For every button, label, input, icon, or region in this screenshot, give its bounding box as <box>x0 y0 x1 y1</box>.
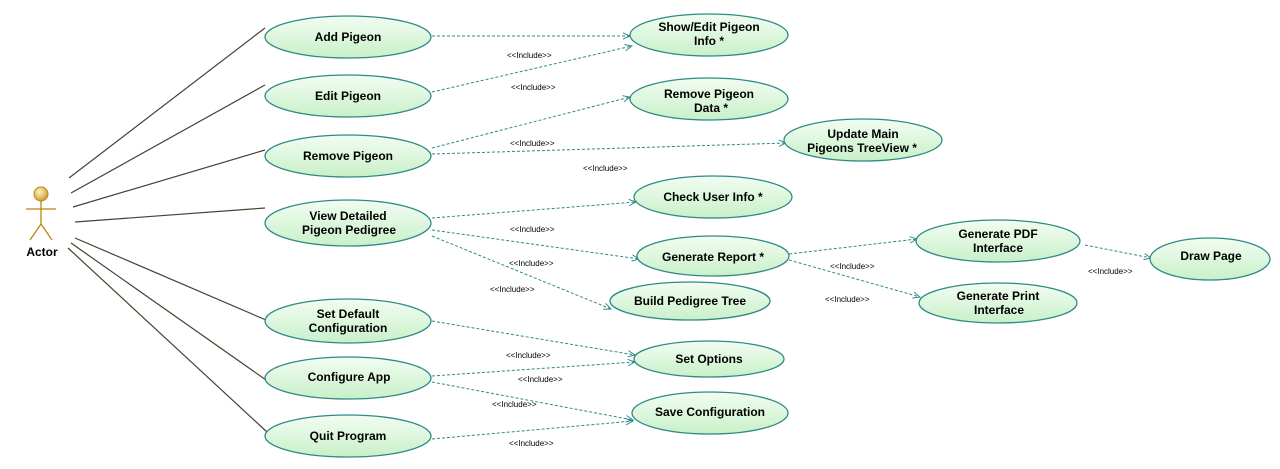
use-case-set-default-configuration[interactable]: Set Default Configuration <box>264 298 432 344</box>
actor-right-leg <box>40 223 53 241</box>
use-case-check-user-info[interactable]: Check User Info * <box>633 175 793 219</box>
include-report-pdf <box>788 239 917 255</box>
include-label: <<Include>> <box>509 439 554 448</box>
assoc-quit-program <box>67 247 268 433</box>
include-label: <<Include>> <box>507 51 552 60</box>
use-case-set-options[interactable]: Set Options <box>633 340 785 378</box>
include-label: <<Include>> <box>1088 267 1133 276</box>
assoc-configure-app <box>70 242 267 381</box>
use-case-label: Build Pedigree Tree <box>634 294 746 308</box>
use-case-label: Remove Pigeon <box>664 87 754 101</box>
include-label: <<Include>> <box>511 83 556 92</box>
include-labels: <<Include>> <<Include>> <<Include>> <<In… <box>490 51 1133 448</box>
include-dependencies <box>431 36 1151 440</box>
include-remove-treeview <box>431 143 786 155</box>
include-label: <<Include>> <box>830 262 875 271</box>
include-view-checkuser <box>431 202 636 219</box>
include-pdf-drawpage <box>1084 244 1151 258</box>
include-label: <<Include>> <box>583 164 628 173</box>
actor-head-icon <box>33 186 49 202</box>
use-case-label: Update Main <box>827 127 898 141</box>
use-case-label: Add Pigeon <box>315 30 382 44</box>
use-case-generate-pdf-interface[interactable]: Generate PDF Interface <box>915 219 1081 263</box>
assoc-set-default <box>74 237 267 321</box>
use-case-label: Set Options <box>675 352 743 366</box>
use-case-quit-program[interactable]: Quit Program <box>264 414 432 458</box>
include-edit-showedit <box>431 46 632 93</box>
use-case-update-main-treeview[interactable]: Update Main Pigeons TreeView * <box>783 118 943 162</box>
use-case-view-pedigree[interactable]: View Detailed Pigeon Pedigree <box>264 199 432 247</box>
use-case-show-edit-pigeon-info[interactable]: Show/Edit Pigeon Info * <box>629 13 789 57</box>
use-case-label: Configuration <box>309 321 388 335</box>
include-quit-save <box>431 421 633 440</box>
include-label: <<Include>> <box>510 225 555 234</box>
use-case-draw-page[interactable]: Draw Page <box>1149 237 1271 281</box>
include-label: <<Include>> <box>518 375 563 384</box>
use-case-label: Quit Program <box>310 429 387 443</box>
include-label: <<Include>> <box>510 139 555 148</box>
use-case-configure-app[interactable]: Configure App <box>264 356 432 400</box>
use-case-generate-print-interface[interactable]: Generate Print Interface <box>918 282 1078 324</box>
use-case-label: Interface <box>973 241 1023 255</box>
actor[interactable]: Actor <box>26 186 58 259</box>
assoc-view-pedigree <box>74 207 266 223</box>
use-case-save-configuration[interactable]: Save Configuration <box>631 391 789 435</box>
include-label: <<Include>> <box>825 295 870 304</box>
use-case-label: Save Configuration <box>655 405 765 419</box>
association-lines <box>67 27 268 433</box>
use-case-add-pigeon[interactable]: Add Pigeon <box>264 15 432 59</box>
include-view-report <box>431 229 639 259</box>
include-label: <<Include>> <box>506 351 551 360</box>
include-remove-removedata <box>431 97 630 149</box>
use-case-label: Interface <box>974 303 1024 317</box>
use-case-label: Edit Pigeon <box>315 89 381 103</box>
use-case-build-pedigree-tree[interactable]: Build Pedigree Tree <box>609 281 771 321</box>
include-label: <<Include>> <box>492 400 537 409</box>
include-view-buildtree <box>431 235 611 309</box>
use-case-remove-pigeon-data[interactable]: Remove Pigeon Data * <box>629 77 789 121</box>
use-case-label: Generate Report * <box>662 250 764 264</box>
include-label: <<Include>> <box>509 259 554 268</box>
use-case-label: Draw Page <box>1180 249 1242 263</box>
assoc-remove-pigeon <box>72 149 266 208</box>
use-case-label: Configure App <box>308 370 391 384</box>
use-case-label: View Detailed <box>309 209 386 223</box>
actor-left-leg <box>29 223 42 241</box>
include-configure-save <box>431 381 633 420</box>
include-configure-options <box>431 362 635 377</box>
use-case-label: Pigeon Pedigree <box>302 223 396 237</box>
assoc-edit-pigeon <box>70 84 266 194</box>
use-case-label: Pigeons TreeView * <box>807 141 917 155</box>
use-case-label: Info * <box>694 34 724 48</box>
use-case-label: Check User Info * <box>663 190 763 204</box>
assoc-add-pigeon <box>68 27 266 179</box>
use-case-generate-report[interactable]: Generate Report * <box>636 235 790 277</box>
include-report-print <box>788 259 920 297</box>
use-case-label: Data * <box>694 101 728 115</box>
use-case-label: Show/Edit Pigeon <box>658 20 759 34</box>
actor-label: Actor <box>26 245 58 259</box>
use-case-label: Generate PDF <box>958 227 1037 241</box>
include-setdefault-options <box>431 320 635 355</box>
use-case-label: Remove Pigeon <box>303 149 393 163</box>
use-case-edit-pigeon[interactable]: Edit Pigeon <box>264 74 432 118</box>
use-case-label: Set Default <box>317 307 380 321</box>
include-label: <<Include>> <box>490 285 535 294</box>
use-case-label: Generate Print <box>957 289 1040 303</box>
use-case-remove-pigeon[interactable]: Remove Pigeon <box>264 134 432 178</box>
